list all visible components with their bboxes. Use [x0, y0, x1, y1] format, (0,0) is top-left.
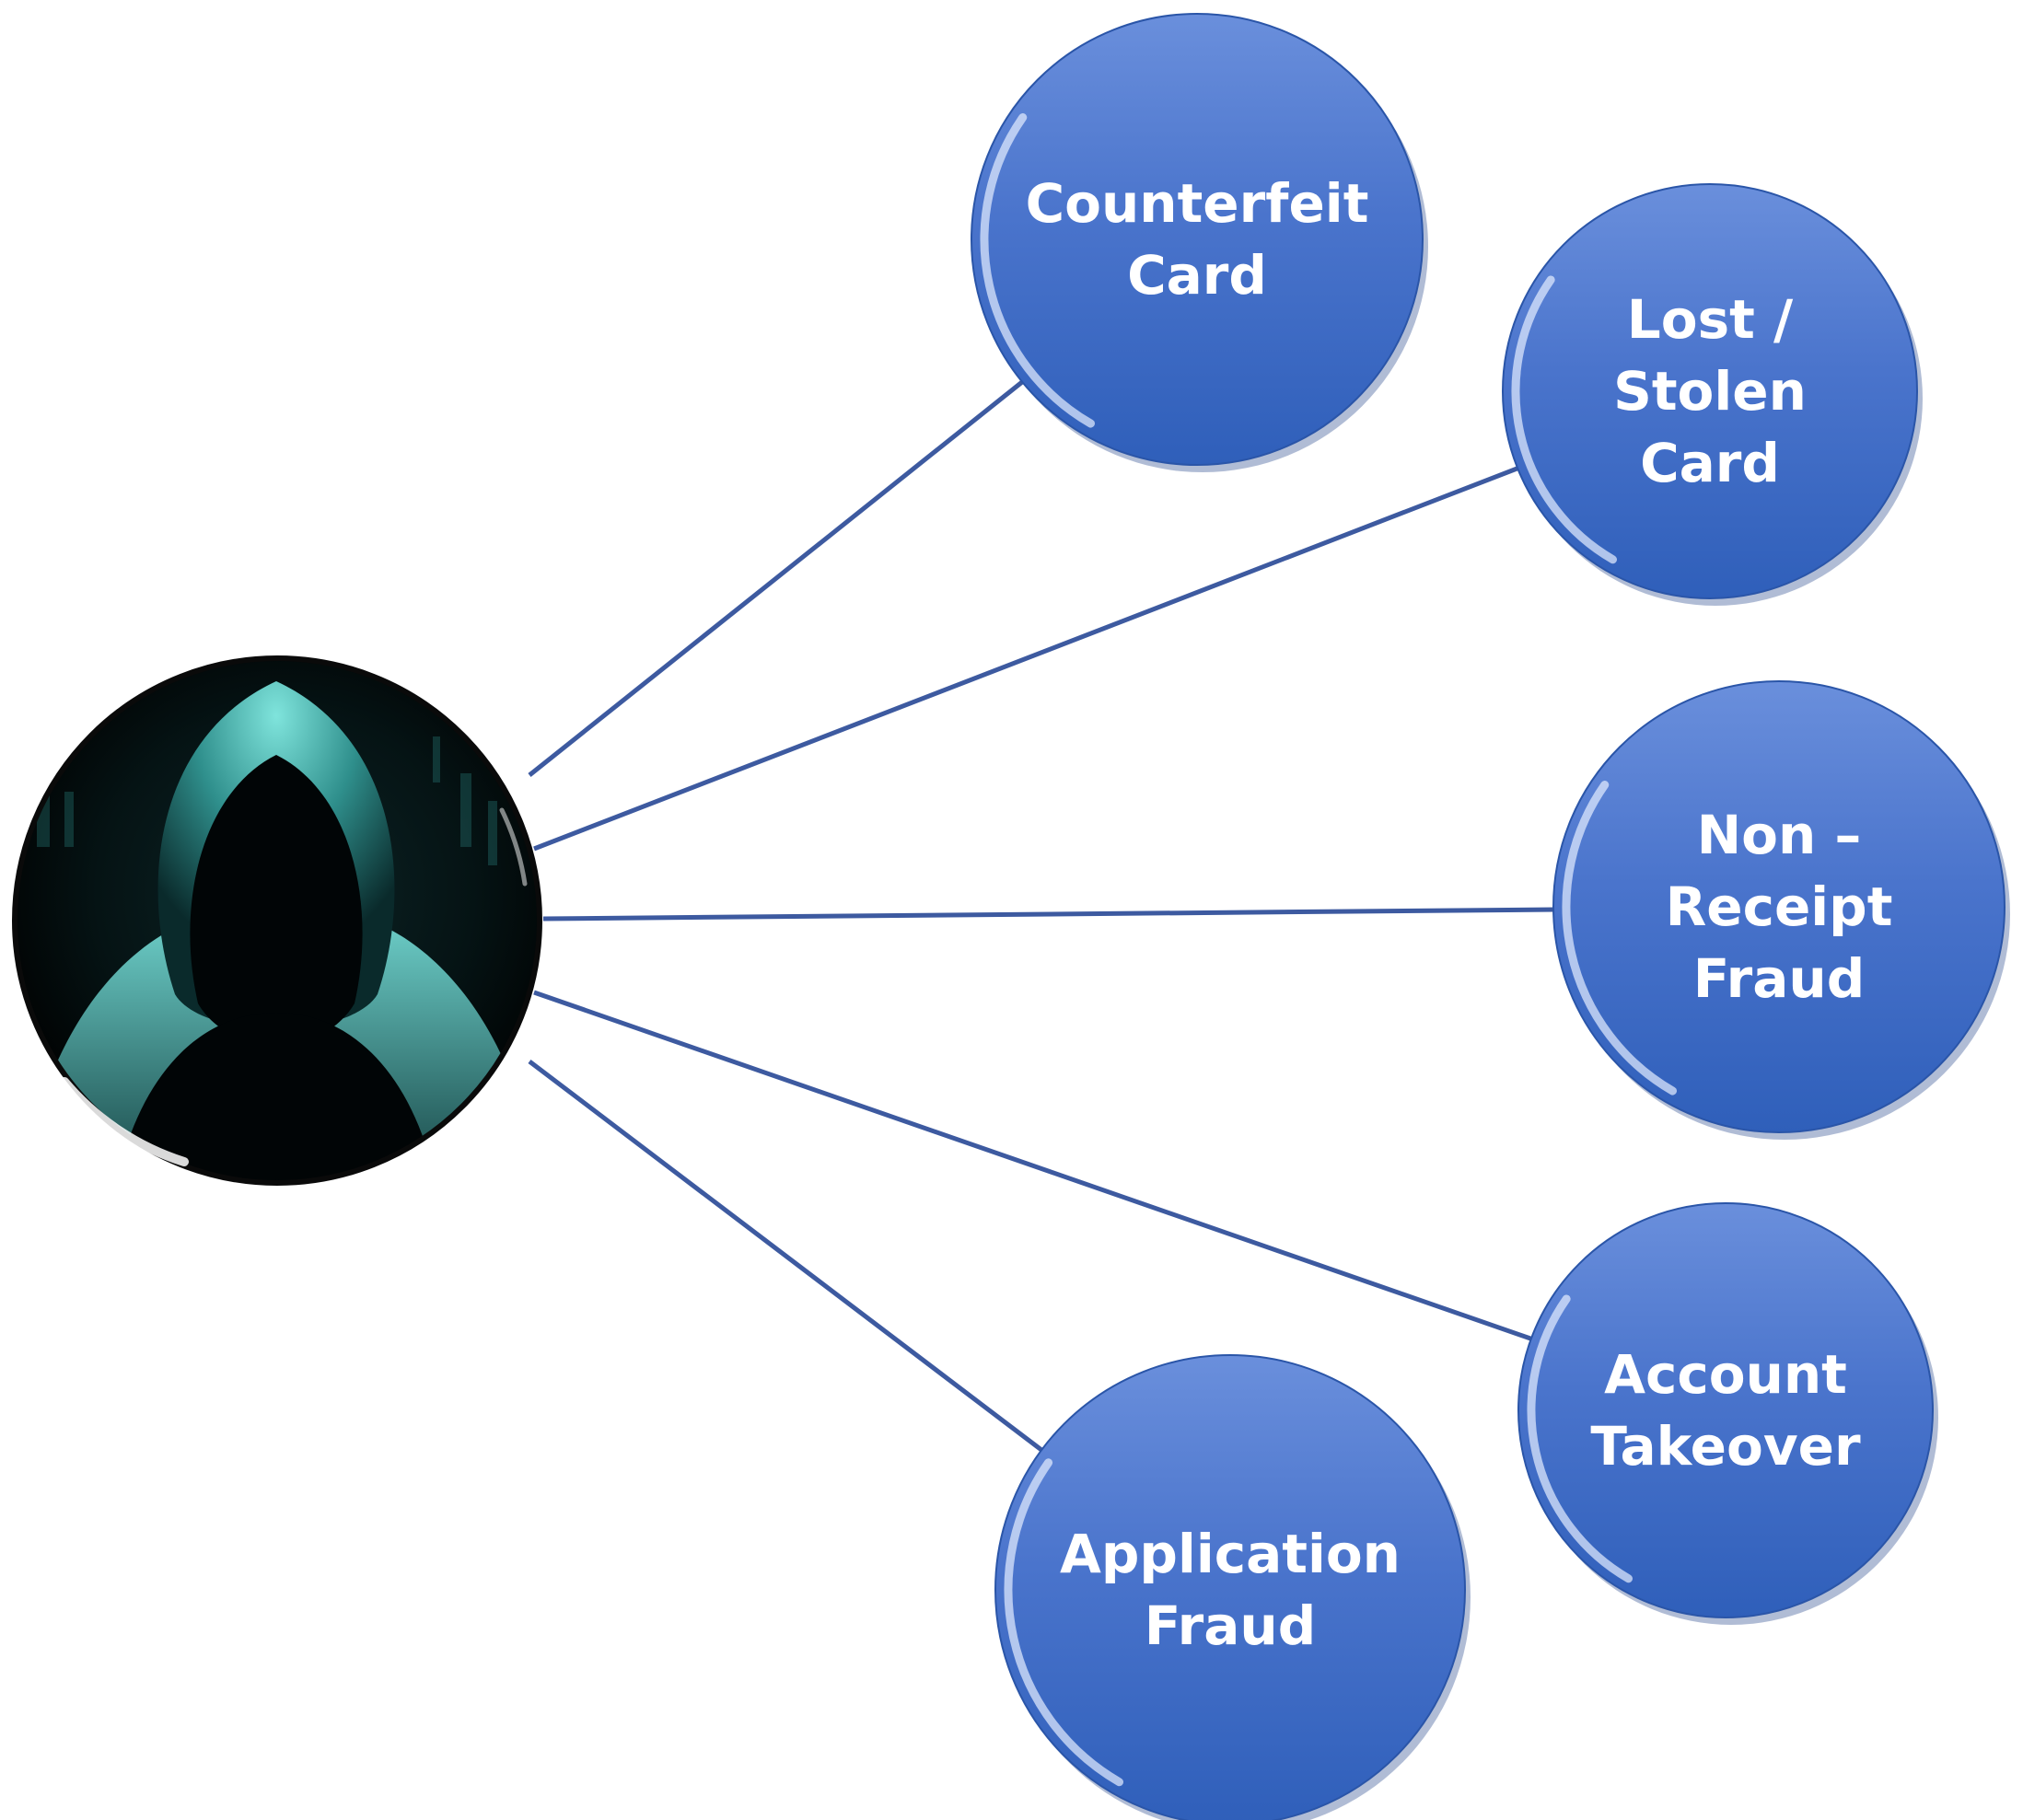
node-label-line: Takeover	[1590, 1415, 1861, 1478]
node-label-line: Application	[1060, 1523, 1401, 1585]
connector-non-receipt-fraud	[542, 907, 1557, 922]
node-circle	[994, 1354, 1466, 1820]
node-circle	[971, 13, 1424, 466]
node-label-line: Stolen	[1613, 360, 1807, 423]
node-label-line: Fraud	[1693, 947, 1865, 1010]
node-label-line: Non –	[1697, 804, 1862, 866]
node-label-line: Receipt	[1666, 875, 1893, 938]
node-gloss	[1004, 1458, 1123, 1787]
node-circle	[1502, 183, 1918, 599]
connector-lost-stolen-card	[533, 465, 1520, 852]
connector-application-fraud	[528, 1060, 1047, 1455]
node-circle	[1517, 1202, 1934, 1618]
node-label-line: Card	[1127, 244, 1267, 307]
connector-lines	[528, 380, 1557, 1455]
node-gloss	[1562, 781, 1677, 1095]
node-label-line: Account	[1604, 1343, 1847, 1406]
node-label-line: Lost /	[1627, 288, 1794, 351]
hooded-hacker-icon	[12, 655, 542, 1186]
node-label-line: Card	[1640, 432, 1780, 494]
node-label-line: Fraud	[1145, 1594, 1316, 1657]
connector-counterfeit-card	[528, 380, 1024, 777]
node-circle	[1552, 680, 2006, 1133]
node-gloss	[1527, 1294, 1633, 1583]
node-gloss	[980, 113, 1095, 428]
node-label-line: Counterfeit	[1026, 172, 1369, 235]
node-gloss	[1511, 275, 1617, 564]
connector-account-takeover	[533, 990, 1534, 1342]
